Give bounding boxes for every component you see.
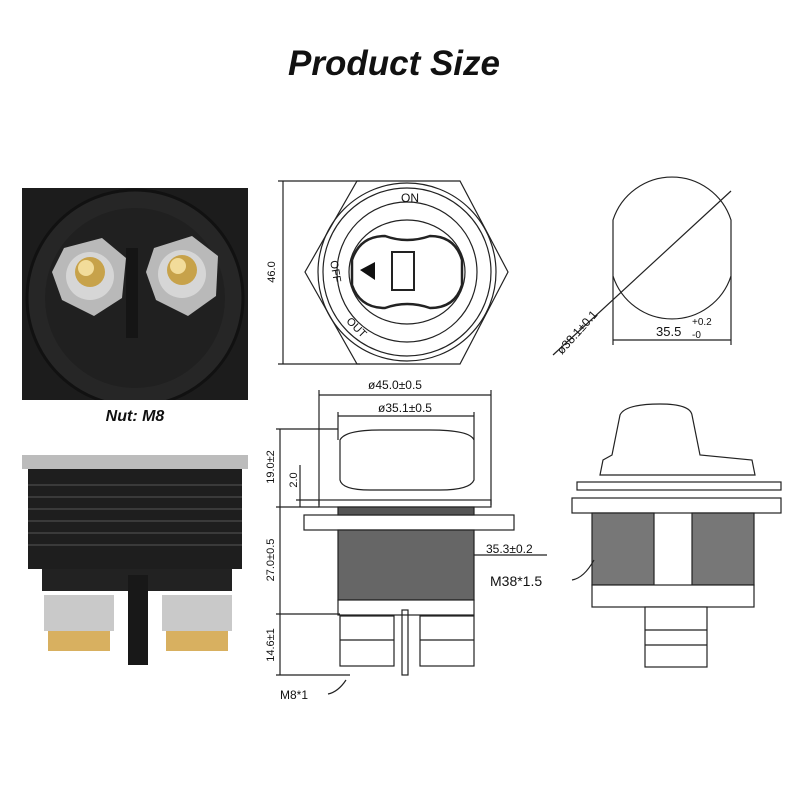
product-photo-terminals	[22, 188, 248, 400]
dim-cutout-tol-minus: -0	[692, 330, 701, 341]
dim-cutout-tol-plus: +0.2	[692, 317, 712, 328]
dim-outer-diameter: ø45.0±0.5	[368, 378, 422, 392]
dim-knob-height: 19.0±2	[265, 450, 277, 484]
dim-cutout-width: 35.5	[656, 324, 681, 339]
dim-cutout-diameter: ø38.1±0.1	[554, 307, 601, 357]
dim-body-height: 27.0±0.5	[265, 539, 277, 582]
rear-view-drawing: M38*1.5	[490, 403, 782, 668]
dim-knob-diameter: ø35.1±0.5	[378, 401, 432, 415]
dim-height-46: 46.0	[266, 261, 278, 282]
dim-terminal-thread: M8*1	[280, 688, 308, 702]
panel-cutout-drawing: ø38.1±0.1 35.5 +0.2 -0	[552, 176, 732, 357]
side-view-drawing: ø45.0±0.5 ø35.1±0.5 19.0±2 2.0 27.0±0.5 …	[265, 378, 547, 702]
dim-terminal-height: 14.6±1	[265, 628, 277, 662]
page-title: Product Size	[288, 44, 500, 83]
label-off: OFF	[327, 260, 343, 284]
dim-flange-thickness: 2.0	[288, 472, 300, 487]
photo-caption: Nut: M8	[105, 408, 165, 425]
dim-body-diameter: 35.3±0.2	[486, 542, 533, 556]
top-view-drawing: 46.0 ON OFF OUT	[266, 180, 509, 365]
dim-thread: M38*1.5	[490, 573, 542, 589]
label-out: OUT	[344, 315, 369, 340]
label-on: ON	[401, 191, 419, 205]
product-photo-side	[22, 455, 248, 665]
